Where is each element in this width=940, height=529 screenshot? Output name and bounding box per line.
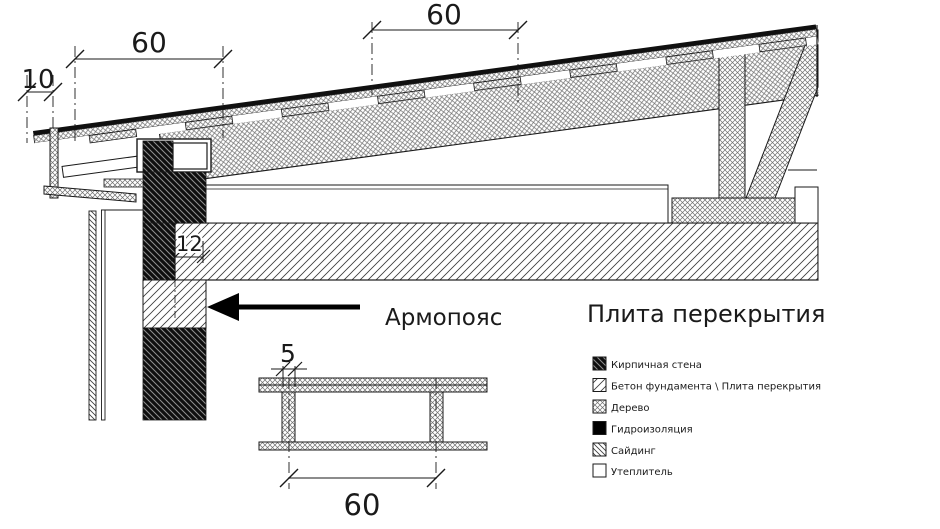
- dim-eaves-overhang: [17, 75, 63, 143]
- soffit-board: [43, 185, 137, 203]
- dim-rafter-span-left: [65, 46, 233, 142]
- dim-batten-spacing-value: 60: [426, 0, 462, 31]
- fascia-board: [49, 127, 59, 199]
- batten: [377, 89, 426, 105]
- legend-label: Дерево: [611, 403, 649, 414]
- batten: [758, 37, 807, 53]
- legend-item-brick-wall: Кирпичная стена: [592, 356, 702, 371]
- batten: [184, 115, 234, 131]
- armopoyas-block: [142, 279, 207, 329]
- legend-label: Гидроизоляция: [611, 425, 693, 436]
- batten: [569, 63, 618, 78]
- dim-rafter-span-left-value: 60: [131, 26, 167, 59]
- legend-swatch-brick: [592, 356, 607, 371]
- dim-slab-bearing-value: 12: [176, 232, 203, 256]
- batten-frame-detail: 5 60: [258, 339, 488, 522]
- detail-post-left: [281, 391, 296, 443]
- siding-strip: [88, 210, 97, 421]
- legend-swatch-waterproofing: [592, 421, 607, 435]
- dim-batten-spacing: [362, 20, 528, 102]
- floor-slab: [174, 222, 819, 281]
- dim-eaves-overhang-value: 10: [21, 65, 54, 95]
- dim-post-width: [271, 361, 307, 387]
- legend-label: Кирпичная стена: [611, 360, 702, 371]
- batten: [473, 76, 522, 92]
- brick-wall-upper: [142, 171, 207, 224]
- batten: [665, 50, 714, 65]
- roof-top-assembly: [33, 24, 819, 151]
- soffit-batten: [103, 178, 145, 188]
- legend-item-siding: Сайдинг: [592, 442, 656, 457]
- batten: [88, 128, 138, 144]
- right-notch: [794, 186, 819, 224]
- ceiling-box: [205, 184, 669, 224]
- right-clip-mask: [818, 0, 940, 280]
- legend-label: Бетон фундамента \ Плита перекрытия: [611, 382, 821, 393]
- insulation-block: [172, 142, 208, 170]
- detail-top-board-1: [258, 377, 488, 386]
- brick-wall-top: [142, 140, 174, 173]
- legend-item-foundation-concrete: Бетон фундамента \ Плита перекрытия: [592, 378, 821, 393]
- armopoyas-callout: Армопояс: [207, 293, 502, 331]
- truss-seat-block: [671, 197, 796, 224]
- dim-slab-bearing: [168, 241, 211, 318]
- armopoyas-label: Армопояс: [385, 305, 502, 331]
- dim-post-width-value: 5: [280, 339, 296, 368]
- legend: Кирпичная стена Бетон фундамента \ Плита…: [592, 356, 821, 478]
- brick-wall-lower: [142, 327, 207, 421]
- legend-item-insulation: Утеплитель: [592, 463, 673, 478]
- legend-item-wood: Дерево: [592, 399, 649, 414]
- legend-label: Сайдинг: [611, 446, 656, 457]
- floor-slab-label: Плита перекрытия: [587, 300, 825, 328]
- roofing-layer: [33, 24, 817, 136]
- furring-board: [101, 209, 106, 421]
- legend-swatch-siding: [592, 442, 607, 457]
- arrow-head: [207, 293, 239, 321]
- detail-post-right: [429, 391, 444, 443]
- legend-item-waterproofing: Гидроизоляция: [592, 421, 693, 436]
- detail-top-board-2: [258, 384, 488, 393]
- truss-post: [718, 47, 746, 199]
- legend-swatch-concrete: [592, 378, 607, 392]
- legend-label: Утеплитель: [611, 467, 673, 478]
- brick-wall-bearing: [142, 222, 176, 281]
- arrow-tail: [238, 304, 360, 310]
- legend-swatch-wood: [592, 399, 607, 414]
- detail-bottom-board: [258, 441, 488, 451]
- dim-post-spacing-value: 60: [344, 488, 381, 522]
- dim-post-spacing: [279, 468, 446, 488]
- batten: [280, 102, 330, 118]
- legend-swatch-insulation: [592, 463, 607, 478]
